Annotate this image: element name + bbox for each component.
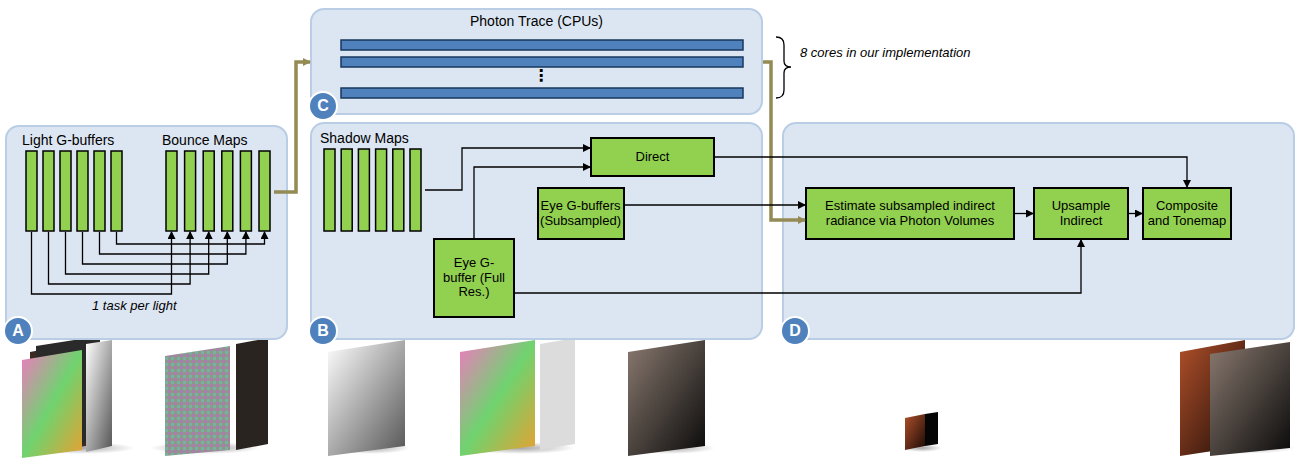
buffer-bar [358, 149, 369, 231]
connector [1015, 213, 1033, 214]
panel-title-text: Photon Trace (CPUs) [470, 13, 603, 29]
group-heading-text: Light G-buffers [22, 132, 114, 148]
connector [425, 148, 590, 190]
buffer-bar [26, 151, 37, 231]
buffer-group: Bounce Maps [162, 132, 274, 232]
connector [274, 62, 310, 192]
connector-line [49, 232, 191, 284]
buffer-bar [43, 151, 54, 231]
stage-badge: B [308, 316, 338, 346]
box-text: Eye G-buffer (Full Res.) [438, 256, 510, 301]
process-box: Composite and Tonemap [1142, 187, 1232, 240]
connector-line [763, 62, 805, 220]
stage-letter: B [317, 322, 329, 340]
process-box: Eye G-buffers (Subsampled) [537, 187, 625, 240]
group-heading: Bounce Maps [162, 132, 248, 148]
buffer-bar [77, 151, 88, 231]
stage-badge: C [308, 91, 338, 121]
stage-badge: A [3, 316, 33, 346]
annotation: ⋮ [533, 68, 549, 84]
buffer-bar [222, 151, 233, 231]
process-box: Direct [590, 137, 715, 177]
buffer-bar [410, 149, 421, 231]
process-box: Upsample Indirect [1033, 187, 1129, 240]
connector [474, 167, 590, 238]
buffer-bars [162, 150, 274, 232]
connector-line [274, 62, 310, 192]
buffer-bar [60, 151, 71, 231]
buffer-bar [111, 151, 122, 231]
stage-letter: C [317, 97, 329, 115]
group-heading-text: Shadow Maps [320, 130, 409, 146]
annotation-text: 1 task per light [92, 298, 177, 313]
connector [763, 62, 805, 220]
panel-title: Photon Trace (CPUs) [312, 13, 761, 29]
group-heading: Shadow Maps [320, 130, 409, 146]
annotation-text: ⋮ [533, 67, 549, 84]
box-text: Upsample Indirect [1038, 199, 1124, 229]
box-text: Composite and Tonemap [1147, 199, 1227, 229]
stage-panel: B Shadow MapsDirectEye G-buffers (Subsamp… [310, 122, 763, 340]
annotation: 8 cores in our implementation [800, 45, 971, 60]
connector-line [32, 232, 172, 294]
buffer-bar [376, 149, 387, 231]
connector-line [66, 232, 209, 274]
buffer-bar [203, 151, 214, 231]
stage-badge: D [780, 316, 810, 346]
buffer-group: Shadow Maps [320, 130, 425, 232]
connector-line [1129, 213, 1142, 214]
cpu-thread-bar [341, 88, 743, 98]
connector [625, 205, 806, 206]
connector-line [625, 204, 806, 205]
process-box: Eye G-buffer (Full Res.) [433, 238, 515, 318]
cpu-thread-bar [341, 40, 743, 50]
connector-line [715, 157, 1187, 187]
process-box: Estimate subsampled indirect radiance vi… [805, 187, 1015, 240]
buffer-group: Light G-buffers [22, 132, 126, 232]
bracket [776, 37, 791, 98]
stage-letter: D [789, 322, 801, 340]
stage-letter: A [12, 322, 24, 340]
connector-line [100, 232, 246, 254]
connector-line [1015, 213, 1033, 214]
buffer-bar [341, 149, 352, 231]
buffer-bar [166, 151, 177, 231]
connector-line [515, 240, 1081, 293]
stage-panel: D Estimate subsampled indirect radiance v… [782, 122, 1295, 340]
buffer-bar [259, 151, 270, 231]
buffer-bars [22, 150, 126, 232]
box-text: Estimate subsampled indirect radiance vi… [810, 199, 1010, 229]
buffer-bar [324, 149, 335, 231]
thumbnails [22, 336, 1295, 458]
buffer-bar [94, 151, 105, 231]
connector [1129, 213, 1142, 214]
stage-panel: Photon Trace (CPUs) C [310, 8, 763, 115]
connector [515, 240, 1081, 293]
annotation: 1 task per light [92, 298, 177, 313]
connector-line [425, 148, 590, 190]
cpu-thread-bar [341, 57, 743, 67]
annotation-text: 8 cores in our implementation [800, 45, 971, 60]
connector [32, 232, 265, 294]
box-text: Direct [636, 150, 670, 165]
buffer-bar [240, 151, 251, 231]
box-text: Eye G-buffers (Subsampled) [540, 199, 621, 229]
group-heading-text: Bounce Maps [162, 132, 248, 148]
connector-line [474, 167, 590, 238]
group-heading: Light G-buffers [22, 132, 114, 148]
connector [715, 157, 1187, 187]
connector-line [83, 232, 228, 264]
connector-line [117, 232, 265, 244]
buffer-bars [320, 148, 425, 232]
buffer-bar [393, 149, 404, 231]
buffer-bar [185, 151, 196, 231]
